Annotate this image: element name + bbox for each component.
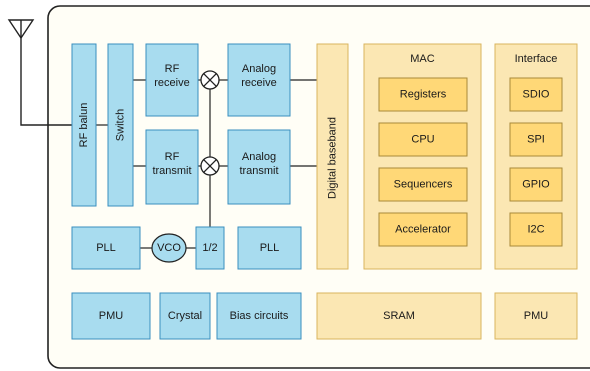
sram-label: SRAM (383, 310, 415, 322)
switch-block: Switch (107, 43, 134, 207)
crystal-label: Crystal (168, 310, 202, 322)
pmu-right-block: PMU (494, 292, 578, 340)
antenna-icon (7, 19, 72, 126)
interface-item-label: GPIO (522, 179, 550, 191)
pmu-left-block: PMU (71, 292, 151, 340)
digital-baseband-block: Digital baseband (316, 43, 349, 270)
switch-label: Switch (115, 109, 127, 141)
interface-spi-block: SPI (509, 122, 563, 157)
pmu-right-label: PMU (524, 310, 549, 322)
interface-sdio-block: SDIO (509, 77, 563, 112)
pll-right-label: PLL (260, 242, 280, 254)
rf-balun-block: RF balun (71, 43, 97, 207)
vco-label: VCO (157, 242, 181, 254)
pll-left-label: PLL (96, 242, 116, 254)
sram-block: SRAM (316, 292, 482, 340)
mac-title: MAC (410, 53, 435, 65)
mac-cpu-block: CPU (378, 122, 468, 157)
interface-items: SDIO SPI GPIO I2C (509, 77, 563, 247)
interface-i2c-block: I2C (509, 212, 563, 247)
pmu-left-label: PMU (99, 310, 124, 322)
crystal-block: Crystal (159, 292, 211, 340)
interface-title: Interface (515, 53, 558, 65)
mac-accelerator-block: Accelerator (378, 212, 468, 247)
pll-right-block: PLL (237, 226, 302, 270)
vco-block: VCO (151, 233, 187, 263)
divider-label: 1/2 (202, 242, 217, 254)
interface-item-label: I2C (527, 224, 544, 236)
mac-sequencers-block: Sequencers (378, 167, 468, 202)
mac-item-label: Sequencers (394, 179, 453, 191)
interface-gpio-block: GPIO (509, 167, 563, 202)
mac-item-label: Accelerator (395, 224, 451, 236)
bias-circuits-block: Bias circuits (216, 292, 302, 340)
mac-registers-block: Registers (378, 77, 468, 112)
mac-item-label: CPU (411, 134, 434, 146)
bias-circuits-label: Bias circuits (230, 310, 289, 322)
mac-item-label: Registers (400, 89, 447, 101)
divider-block: 1/2 (195, 226, 225, 270)
signal-lines (96, 79, 317, 249)
pll-left-block: PLL (71, 226, 141, 270)
mixer-icon (200, 70, 220, 90)
mixer-icon (200, 156, 220, 176)
interface-item-label: SDIO (523, 89, 550, 101)
rf-balun-label: RF balun (78, 103, 90, 148)
digital-baseband-label: Digital baseband (327, 117, 339, 199)
interface-item-label: SPI (527, 134, 545, 146)
